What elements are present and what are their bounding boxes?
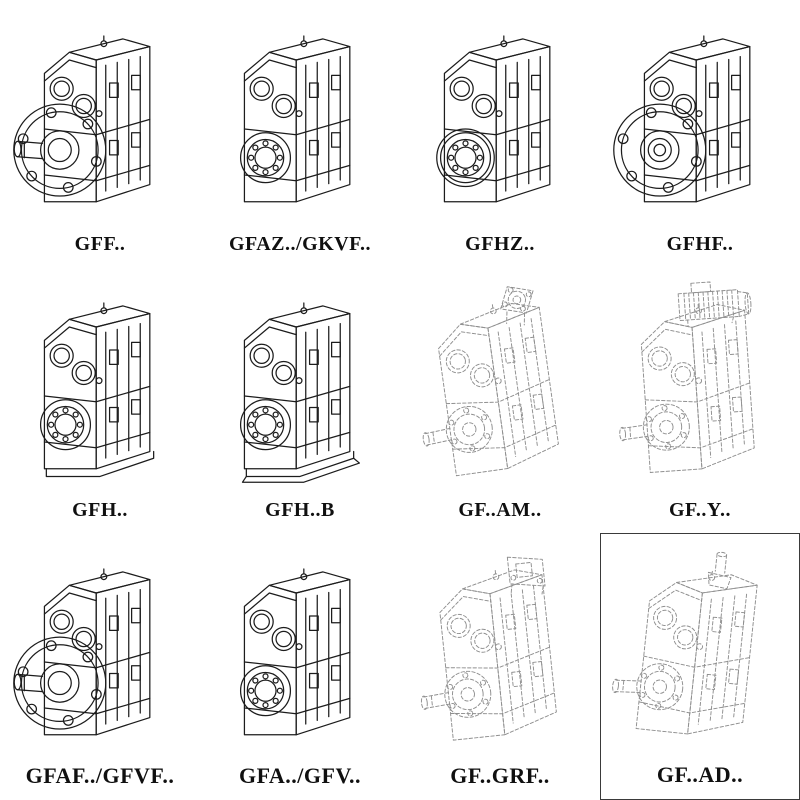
gearbox-hollow-shaft-front-illustration	[239, 35, 351, 203]
gearbox-drawing	[4, 4, 196, 231]
catalog-cell: GF..Y..	[600, 267, 800, 534]
gearbox-hollow-shaft-front-illustration	[239, 567, 351, 735]
model-label: GFH..B	[265, 499, 335, 522]
model-label: GFF..	[74, 232, 126, 255]
gearbox-drawing	[604, 271, 796, 498]
gearbox-drawing	[4, 271, 196, 498]
gearbox-drawing	[404, 271, 596, 498]
model-label: GFHF..	[666, 232, 734, 255]
catalog-cell: GFAZ../GKVF..	[200, 0, 400, 267]
gearbox-top-input-shaft-illustration	[612, 551, 758, 734]
catalog-cell: GFH..	[0, 267, 200, 534]
gearbox-input-adapter-box-illustration	[420, 556, 557, 741]
gearbox-input-adapter-flange-illustration	[422, 286, 559, 477]
model-label: GF..GRF..	[450, 762, 550, 788]
model-label: GFHZ..	[465, 232, 535, 255]
gearbox-drawing	[204, 537, 396, 761]
gearbox-drawing	[4, 537, 196, 761]
gearbox-flange-hollow-illustration	[613, 35, 751, 203]
model-label: GF..AD..	[656, 761, 744, 787]
catalog-cell: GFAF../GFVF..	[0, 533, 200, 800]
catalog-cell: GFHF..	[600, 0, 800, 267]
gearbox-drawing	[404, 537, 596, 761]
model-label: GF..Y..	[668, 499, 732, 522]
catalog-cell: GFH..B	[200, 267, 400, 534]
catalog-cell: GF..AD..	[600, 533, 800, 800]
gearbox-with-motor-illustration	[619, 281, 755, 473]
gearbox-hollow-shaft-angled-illustration	[436, 35, 551, 203]
model-label: GF..AM..	[458, 499, 542, 522]
gearbox-drawing	[204, 271, 396, 498]
gearbox-drawing	[604, 4, 796, 231]
gearbox-hollow-bore-illustration	[39, 302, 155, 478]
model-label: GFH..	[72, 499, 128, 522]
model-label: GFAZ../GKVF..	[228, 232, 372, 255]
gearbox-drawing	[604, 538, 796, 760]
gearbox-drawing	[204, 4, 396, 231]
gearbox-output-flange-shaft-illustration	[13, 567, 151, 735]
catalog-cell: GF..GRF..	[400, 533, 600, 800]
catalog-cell: GFHZ..	[400, 0, 600, 267]
model-label: GFA../GFV..	[238, 762, 362, 788]
gearbox-hollow-bore-foot-illustration	[239, 302, 361, 483]
catalog-cell: GFA../GFV..	[200, 533, 400, 800]
gearbox-drawing	[404, 4, 596, 231]
catalog-cell: GFF..	[0, 0, 200, 267]
catalog-cell: GF..AM..	[400, 267, 600, 534]
gearbox-output-flange-shaft-illustration	[13, 35, 151, 203]
model-label: GFAF../GFVF..	[25, 762, 175, 788]
